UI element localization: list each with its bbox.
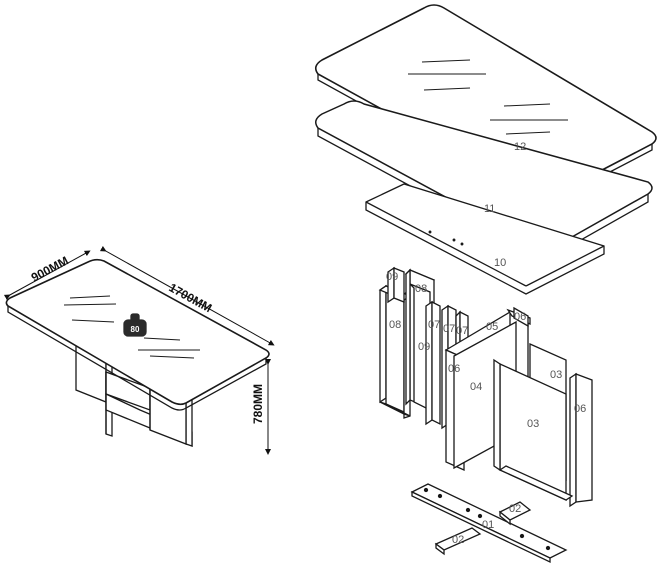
label-07-c: 07 xyxy=(456,325,468,337)
part-labels: 12 11 10 09 08 08 07 07 07 09 05 06 06 0… xyxy=(386,141,586,546)
label-06-b: 06 xyxy=(448,363,460,375)
part-01-beam xyxy=(410,483,568,564)
label-06-c: 06 xyxy=(574,403,586,415)
part-09-leg-left xyxy=(387,266,405,304)
label-11: 11 xyxy=(484,203,495,215)
label-03-a: 03 xyxy=(550,369,562,381)
label-05: 05 xyxy=(486,321,498,333)
label-02-a: 02 xyxy=(509,503,521,515)
exploded-view xyxy=(314,4,657,564)
assembled-table: 80 xyxy=(5,258,270,447)
label-09-b: 09 xyxy=(418,341,430,353)
dimension-lines xyxy=(3,245,275,455)
part-10-frame xyxy=(365,183,605,295)
label-07-b: 07 xyxy=(443,323,455,335)
label-08-a: 08 xyxy=(415,283,427,295)
label-02-b: 02 xyxy=(452,534,464,546)
part-06-panels xyxy=(513,306,593,508)
weight-label: 80 xyxy=(131,325,140,334)
label-10: 10 xyxy=(494,257,506,269)
label-04: 04 xyxy=(470,381,482,393)
label-01: 01 xyxy=(482,519,494,531)
height-dimension: 780MM xyxy=(251,384,265,424)
label-12: 12 xyxy=(514,141,526,153)
part-02-feet xyxy=(434,501,532,556)
label-09-a: 09 xyxy=(386,271,398,283)
label-07-a: 07 xyxy=(428,319,440,331)
label-03-b: 03 xyxy=(527,418,539,430)
label-08-b: 08 xyxy=(389,319,401,331)
label-06-a: 06 xyxy=(514,311,526,323)
part-03-panels xyxy=(493,342,574,502)
